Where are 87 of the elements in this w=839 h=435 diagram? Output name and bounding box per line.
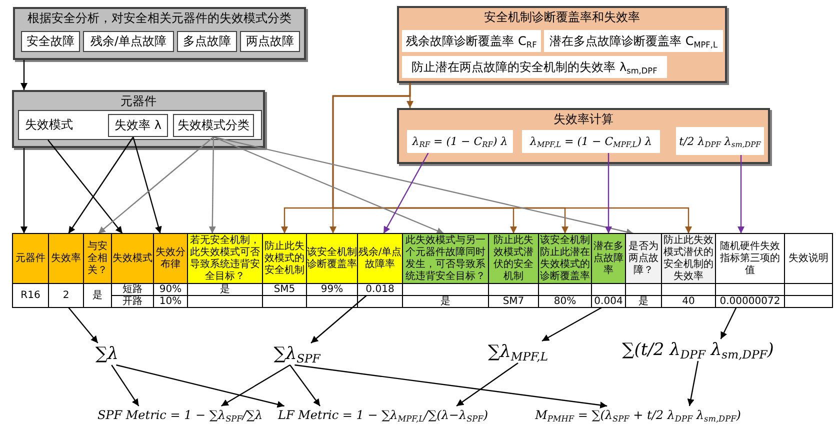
formula-box: t/2 λ$_{DPF}$ λ$_{sm,DPF}$ (676, 127, 764, 155)
table-cell: 40 (662, 296, 716, 308)
arrow (98, 136, 214, 234)
parameter-box: 防止潜在两点故障的安全机制的失效率 λ$_{sm,DPF}$ (402, 56, 667, 78)
parameter-box: 潜在多点故障诊断覆盖率 C$_{MPF,L}$ (544, 30, 723, 52)
arrow (332, 83, 692, 234)
arrow (20, 60, 28, 90)
table-cell: 是 (626, 296, 662, 308)
table-cell: 80% (538, 296, 592, 308)
column-header: 残余/单点故障率 (358, 234, 402, 284)
panel-title: 根据安全分析，对安全相关元器件的失效模式分类 (28, 11, 292, 26)
column-header: 该安全机制诊断覆盖率 (306, 234, 358, 284)
table-cell: 0.004 (592, 296, 626, 308)
table-cell: R16 (12, 284, 48, 308)
column-header: 与安全相关？ (84, 234, 112, 284)
calculation-panel (397, 108, 770, 164)
arrow (542, 306, 602, 342)
panel-title: 安全机制诊断覆盖率和失效率 (484, 10, 640, 25)
arrow (213, 136, 634, 236)
failure-mode-label: 失效模式 (25, 118, 73, 132)
column-header: 若无安全机制，此失效模式可否导致系统违背安全目标？ (188, 234, 262, 284)
table-cell: 是 (402, 296, 488, 308)
sum-formula: ∑λ$_{SPF}$ (274, 343, 320, 365)
column-header: 失效率 (48, 234, 84, 284)
table-cell: SM5 (262, 284, 306, 296)
metric-formula: LF Metric = 1 − ∑λ$_{MPF,L}$/∑(λ−λ$_{SPF}$) (278, 406, 488, 424)
fault-type-box: 两点故障 (240, 31, 300, 52)
arrow (605, 153, 612, 234)
column-header: 失效模式 (112, 234, 154, 284)
panel-title: 元器件 (120, 94, 156, 109)
arrow (68, 307, 98, 344)
column-header: 是否为两点故障？ (626, 234, 662, 284)
table-cell: SM7 (488, 296, 538, 308)
column-header: 该安全机制防止此潜在失效模式的诊断覆盖率 (538, 234, 592, 284)
table-cell: 0.00000072 (716, 296, 784, 308)
column-header: 随机硬件失效指标第三项的值 (716, 234, 784, 284)
column-header: 防止此失效模式潜伏的安全机制的失效率 (662, 234, 716, 284)
arrow (456, 362, 518, 406)
table-cell: 2 (48, 284, 84, 308)
arrow (687, 360, 699, 406)
table-cell: 是 (84, 284, 112, 308)
table-cell: 0.018 (358, 284, 402, 296)
parameter-box: 残余故障诊断覆盖率 C$_{RF}$ (402, 30, 541, 52)
table-cell: 99% (306, 284, 358, 296)
arrow (208, 137, 216, 234)
column-header: 失效分布律 (154, 234, 188, 284)
column-header: 防止此失效模式潜伏的安全机制 (488, 234, 538, 284)
metric-formula: M$_{PMHF}$ = ∑(λ$_{SPF}$ + t/2 λ$_{DPF}$ λ$_{sm,DPF}$) (535, 406, 741, 424)
arrow (310, 295, 367, 344)
fault-type-box: 残余/单点故障 (83, 31, 174, 52)
column-header: 元器件 (12, 234, 48, 284)
arrow (132, 136, 162, 234)
column-header: 防止此失效模式的安全机制 (262, 234, 306, 284)
arrow (20, 148, 28, 234)
sum-formula: ∑λ (96, 343, 118, 365)
panel-title: 失效率计算 (554, 112, 614, 127)
arrow (213, 136, 444, 234)
table-cell: 短路 (112, 284, 154, 296)
arrow (221, 364, 290, 407)
failure-rate-box: 失效率 λ (108, 114, 168, 137)
arrow (290, 364, 320, 406)
arrow (738, 155, 744, 234)
formula-box: λ$_{RF}$ = (1 − C$_{RF}$) λ (407, 130, 513, 153)
sum-formula: ∑(t/2 λ$_{DPF}$ λ$_{sm,DPF}$) (622, 339, 774, 361)
arrow (68, 136, 134, 234)
failure-mode-box (18, 110, 262, 140)
component-panel (12, 90, 265, 148)
arrow (111, 364, 140, 406)
arrow (116, 364, 284, 408)
safety-mechanism-panel (397, 6, 727, 83)
column-header: 潜在多点故障率 (592, 234, 626, 284)
fault-type-box: 安全故障 (21, 31, 80, 52)
table-cell: 是 (188, 284, 262, 296)
column-header: 此失效模式与另一个元器件故障同时发生，可否导致系统违背安全目标？ (402, 234, 488, 284)
table-cell: 10% (154, 296, 188, 308)
mode-classification-box: 失效模式分类 (173, 114, 254, 137)
arrow (48, 140, 123, 234)
metric-formula: SPF Metric = 1 − ∑λ$_{SPF}$/∑λ (97, 406, 263, 424)
fault-type-box: 多点故障 (177, 31, 237, 52)
column-header: 失效说明 (784, 234, 832, 284)
formula-box: λ$_{MPF,L}$ = (1 − C$_{MPF,L}$) λ (522, 130, 660, 153)
table-cell: 开路 (112, 296, 154, 308)
table-cell: 90% (154, 284, 188, 296)
arrow (720, 307, 737, 340)
sum-formula: ∑λ$_{MPF,L}$ (488, 341, 548, 363)
classification-panel (13, 7, 306, 60)
arrow (294, 364, 608, 409)
